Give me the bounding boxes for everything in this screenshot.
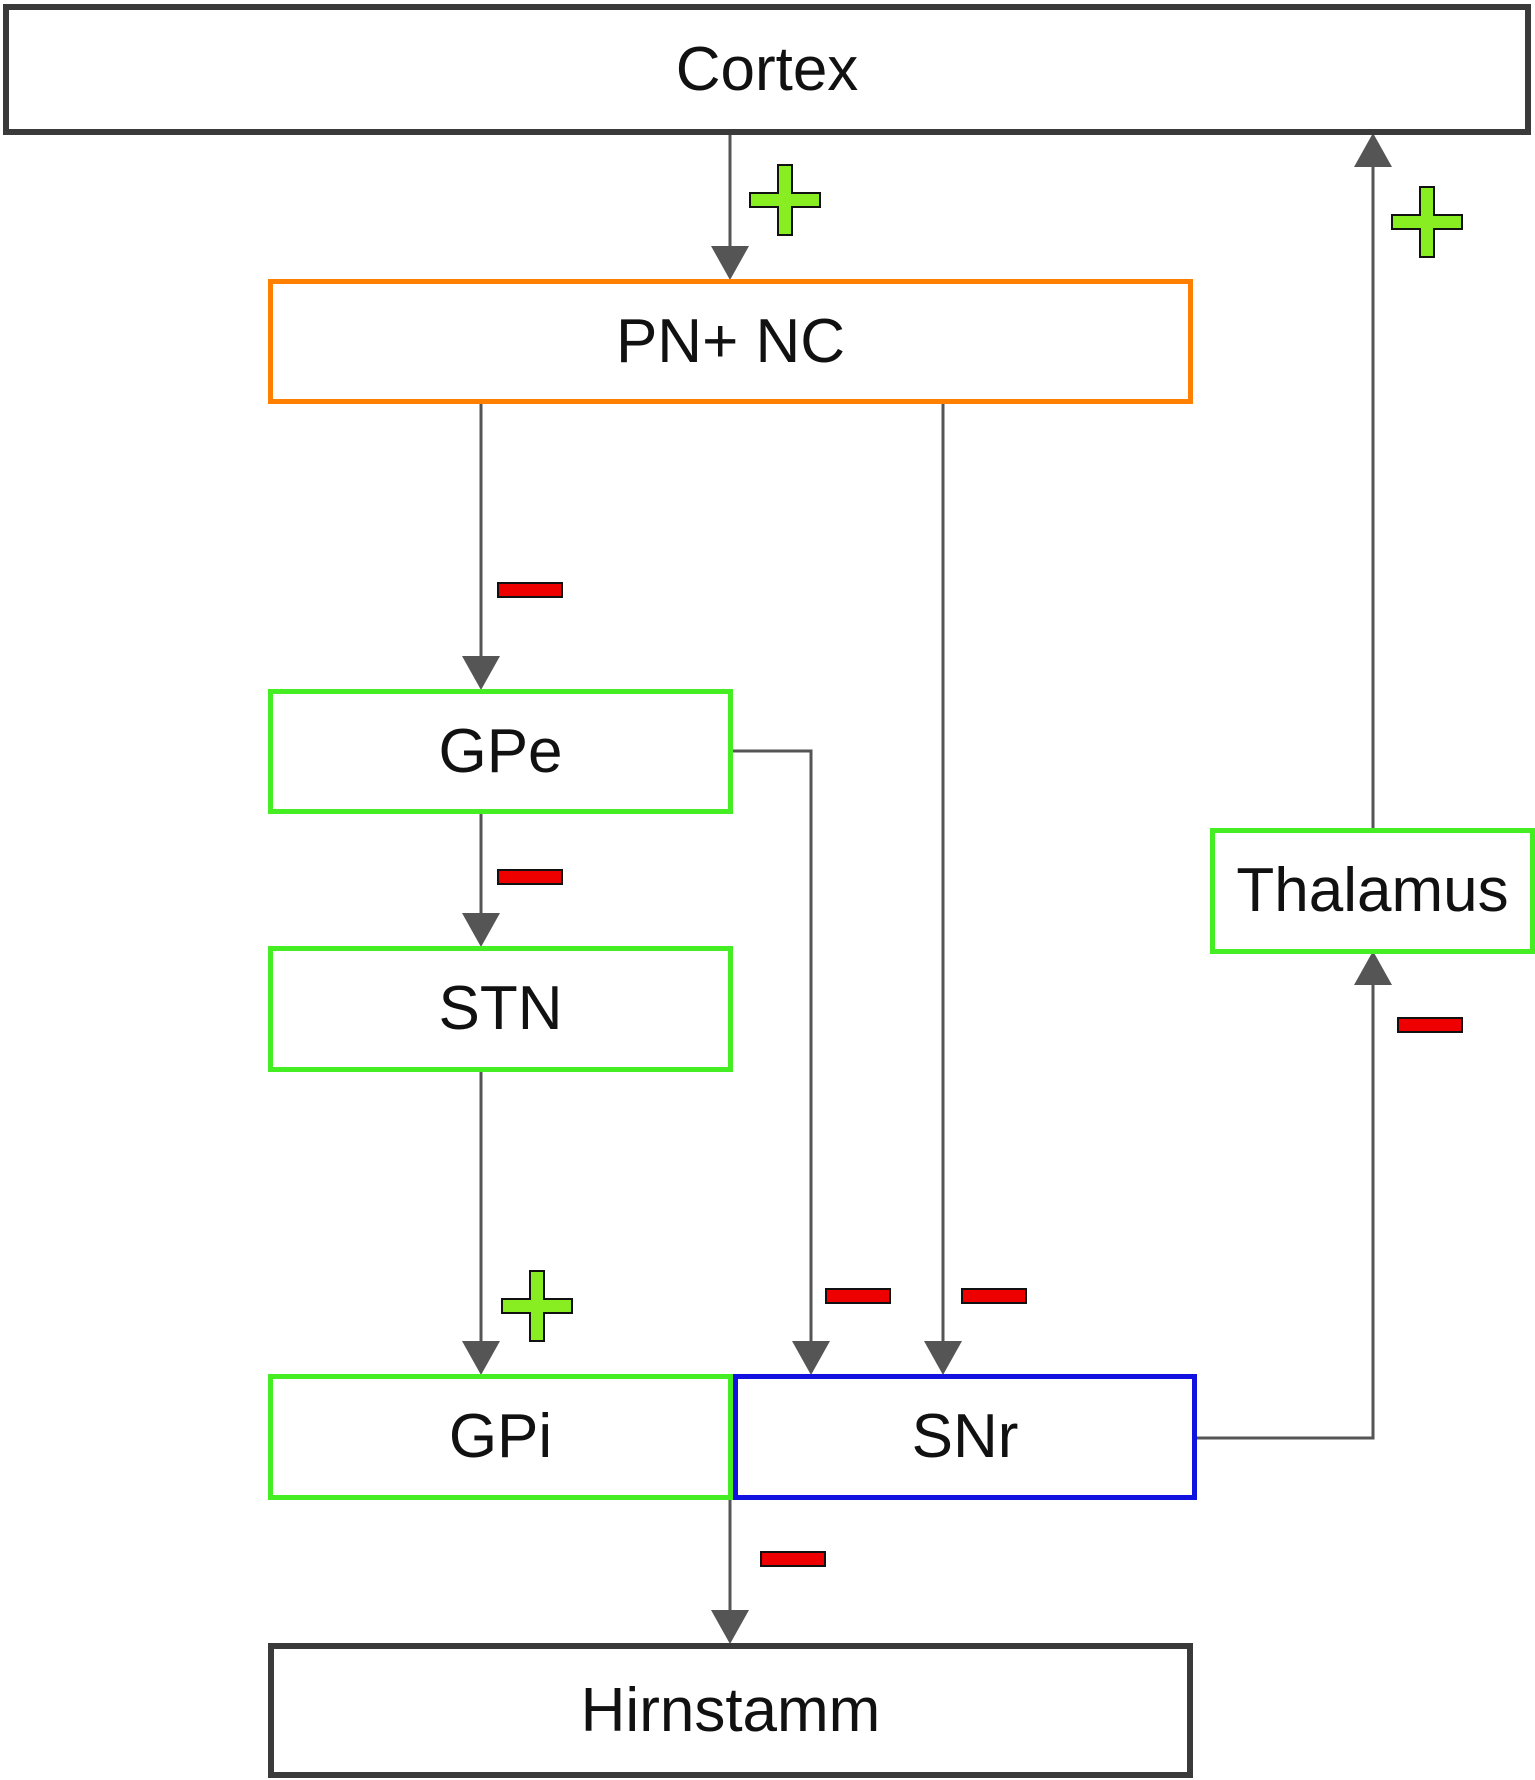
arrowhead-gpi bbox=[462, 1341, 500, 1375]
node-cortex: Cortex bbox=[3, 4, 1531, 135]
node-stn: STN bbox=[268, 946, 733, 1072]
node-pn-nc: PN+ NC bbox=[268, 279, 1193, 404]
minus-sign-pn-nc-to-snr bbox=[961, 1288, 1027, 1304]
node-thalamus-label: Thalamus bbox=[1236, 856, 1509, 925]
node-gpe-label: GPe bbox=[438, 716, 563, 786]
edge-gpe-to-snr bbox=[732, 749, 813, 1343]
node-snr-label: SNr bbox=[911, 1402, 1019, 1471]
arrowhead-thalamus bbox=[1354, 951, 1392, 985]
node-hirnstamm: Hirnstamm bbox=[268, 1643, 1193, 1778]
arrowhead-pn-nc bbox=[711, 246, 749, 280]
node-cortex-label: Cortex bbox=[675, 34, 859, 104]
minus-sign-pn-nc-to-gpe bbox=[497, 582, 563, 598]
node-gpe: GPe bbox=[268, 689, 733, 814]
node-gpi-label: GPi bbox=[448, 1402, 553, 1471]
minus-sign-gpe-to-snr bbox=[825, 1288, 891, 1304]
node-stn-label: STN bbox=[438, 974, 563, 1043]
node-thalamus: Thalamus bbox=[1210, 828, 1535, 954]
arrowhead-cortex bbox=[1354, 133, 1392, 167]
arrowhead-gpe bbox=[462, 656, 500, 690]
minus-sign-gpe-to-stn bbox=[497, 869, 563, 885]
minus-sign-gpi-snr-to-hirnstamm bbox=[760, 1551, 826, 1567]
node-pn-nc-label: PN+ NC bbox=[615, 306, 846, 376]
arrowhead-hirnstamm bbox=[711, 1610, 749, 1644]
node-hirnstamm-label: Hirnstamm bbox=[580, 1675, 881, 1745]
plus-sign-stn-to-gpi bbox=[501, 1270, 573, 1342]
arrowhead-stn bbox=[462, 913, 500, 947]
arrowhead-snr-from-gpe bbox=[792, 1341, 830, 1375]
node-gpi: GPi bbox=[268, 1374, 733, 1500]
edge-snr-to-thalamus bbox=[1190, 983, 1375, 1440]
plus-sign-thalamus-to-cortex bbox=[1391, 186, 1463, 258]
node-snr: SNr bbox=[733, 1374, 1197, 1500]
arrowhead-snr-from-pn-nc bbox=[924, 1341, 962, 1375]
minus-sign-snr-to-thalamus bbox=[1397, 1017, 1463, 1033]
plus-sign-cortex-to-pn-nc bbox=[749, 164, 821, 236]
